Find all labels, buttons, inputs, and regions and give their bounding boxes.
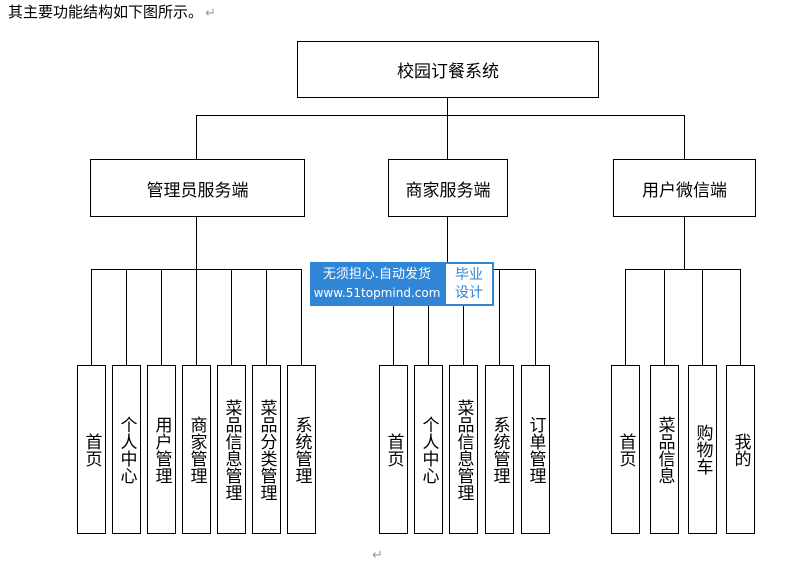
root-node: 校园订餐系统	[297, 41, 599, 98]
connector-user-bus	[625, 269, 740, 270]
watermark-badge: 无须担心.自动发货 www.51topmind.com 毕业 设计	[310, 262, 494, 306]
drop-merchant-5	[535, 269, 536, 365]
watermark-badge-line1: 毕业	[455, 267, 483, 283]
drop-user-3	[702, 269, 703, 365]
leaf-admin-users: 用户管理	[147, 365, 176, 534]
leaf-admin-profile: 个人中心	[112, 365, 141, 534]
leaf-merchant-system: 系统管理	[485, 365, 514, 534]
branch-node-admin: 管理员服务端	[90, 159, 305, 217]
intro-paragraph: 其主要功能结构如下图所示。↵	[8, 1, 216, 25]
leaf-merchant-profile: 个人中心	[414, 365, 443, 534]
drop-merchant-2	[428, 269, 429, 365]
drop-admin-4	[196, 269, 197, 365]
connector-merchant-down	[447, 216, 448, 269]
leaf-admin-dish-info: 菜品信息管理	[217, 365, 246, 534]
connector-root-down	[447, 97, 448, 115]
connector-to-user	[684, 115, 685, 160]
watermark-badge-line2: 设计	[455, 285, 483, 301]
drop-admin-7	[301, 269, 302, 365]
branch-node-user: 用户微信端	[613, 159, 756, 217]
drop-admin-1	[91, 269, 92, 365]
drop-user-1	[625, 269, 626, 365]
drop-merchant-3	[463, 269, 464, 365]
leaf-merchant-dish-info: 菜品信息管理	[449, 365, 478, 534]
watermark-url: www.51topmind.com	[313, 286, 441, 300]
leaf-admin-home: 首页	[77, 365, 106, 534]
drop-merchant-4	[499, 269, 500, 365]
drop-admin-6	[266, 269, 267, 365]
connector-to-merchant	[447, 115, 448, 160]
intro-text: 其主要功能结构如下图所示。	[8, 3, 204, 21]
leaf-user-cart: 购物车	[688, 365, 717, 534]
leaf-user-mine: 我的	[726, 365, 755, 534]
leaf-user-home: 首页	[611, 365, 640, 534]
drop-admin-3	[161, 269, 162, 365]
watermark-text-block: 无须担心.自动发货 www.51topmind.com	[310, 262, 444, 306]
leaf-user-dish-info: 菜品信息	[650, 365, 679, 534]
connector-admin-down	[196, 216, 197, 269]
watermark-graduation-badge: 毕业 设计	[444, 262, 494, 306]
connector-top-bus	[196, 115, 685, 116]
paragraph-end-mark-icon: ↵	[372, 548, 383, 563]
branch-node-merchant: 商家服务端	[388, 159, 508, 217]
paragraph-mark-icon: ↵	[205, 6, 216, 21]
connector-to-admin	[196, 115, 197, 160]
connector-user-down	[684, 216, 685, 269]
leaf-merchant-home: 首页	[379, 365, 408, 534]
drop-user-4	[740, 269, 741, 365]
drop-admin-2	[126, 269, 127, 365]
watermark-slogan: 无须担心.自动发货	[322, 267, 432, 282]
leaf-admin-merchants: 商家管理	[182, 365, 211, 534]
leaf-merchant-orders: 订单管理	[521, 365, 550, 534]
leaf-admin-system: 系统管理	[287, 365, 316, 534]
leaf-admin-dish-category: 菜品分类管理	[252, 365, 281, 534]
drop-user-2	[664, 269, 665, 365]
drop-merchant-1	[393, 269, 394, 365]
drop-admin-5	[231, 269, 232, 365]
